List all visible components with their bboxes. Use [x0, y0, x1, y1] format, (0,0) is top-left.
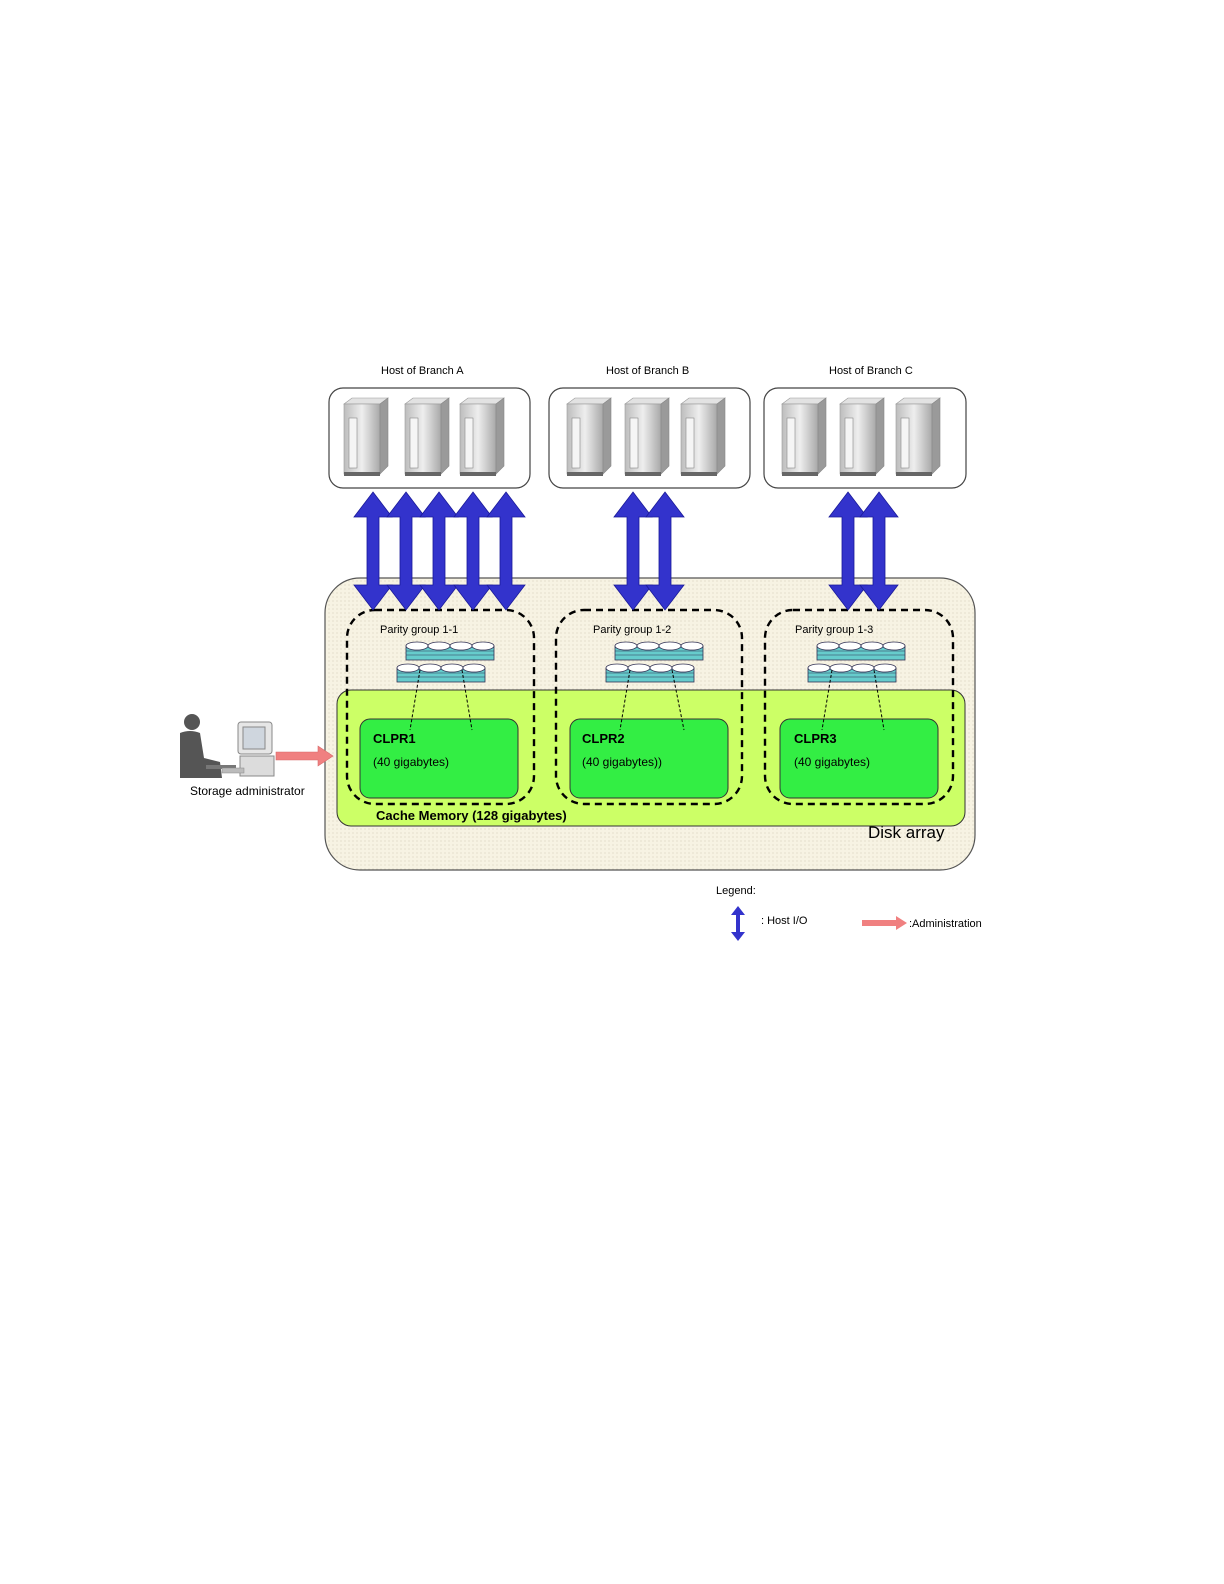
host-io-arrow — [860, 492, 898, 610]
server-icon — [782, 398, 826, 476]
host-io-arrow — [454, 492, 492, 610]
legend: Legend: : Host I/O :Administration — [716, 885, 982, 941]
host-io-arrow — [829, 492, 867, 610]
clpr-2-name: CLPR2 — [582, 731, 625, 746]
storage-administrator-icon — [180, 714, 274, 778]
host-io-arrow — [487, 492, 525, 610]
legend-host-io-label: : Host I/O — [761, 915, 808, 927]
host-branch-a: Host of Branch A — [329, 365, 530, 488]
host-io-legend-icon — [731, 906, 745, 941]
parity-group-1-label: Parity group 1-1 — [380, 624, 458, 636]
storage-administrator-label: Storage administrator — [190, 784, 305, 798]
server-icon — [567, 398, 611, 476]
clpr-3: CLPR3 (40 gigabytes) — [780, 719, 938, 798]
clpr-2-size: (40 gigabytes)) — [582, 755, 662, 769]
server-icon — [405, 398, 449, 476]
host-io-arrow — [420, 492, 458, 610]
cache-memory-label: Cache Memory (128 gigabytes) — [376, 808, 567, 823]
clpr-1-size: (40 gigabytes) — [373, 755, 449, 769]
server-icon — [460, 398, 504, 476]
clpr-1-name: CLPR1 — [373, 731, 416, 746]
parity-group-3-label: Parity group 1-3 — [795, 624, 873, 636]
parity-group-2-label: Parity group 1-2 — [593, 624, 671, 636]
host-io-arrow — [387, 492, 425, 610]
server-icon — [625, 398, 669, 476]
host-branch-a-label: Host of Branch A — [381, 365, 464, 377]
server-icon — [840, 398, 884, 476]
server-icon — [896, 398, 940, 476]
clpr-3-name: CLPR3 — [794, 731, 837, 746]
administration-legend-icon — [862, 916, 907, 930]
legend-title: Legend: — [716, 885, 756, 897]
host-io-arrow — [354, 492, 392, 610]
host-branch-b: Host of Branch B — [549, 365, 750, 488]
server-icon — [681, 398, 725, 476]
server-icon — [344, 398, 388, 476]
clpr-3-size: (40 gigabytes) — [794, 755, 870, 769]
legend-administration-label: :Administration — [909, 918, 982, 930]
clpr-1: CLPR1 (40 gigabytes) — [360, 719, 518, 798]
host-branch-c: Host of Branch C — [764, 365, 966, 488]
clpr-2: CLPR2 (40 gigabytes)) — [570, 719, 728, 798]
host-branch-b-label: Host of Branch B — [606, 365, 689, 377]
host-io-arrow — [646, 492, 684, 610]
host-io-arrow — [614, 492, 652, 610]
host-branch-c-label: Host of Branch C — [829, 365, 913, 377]
